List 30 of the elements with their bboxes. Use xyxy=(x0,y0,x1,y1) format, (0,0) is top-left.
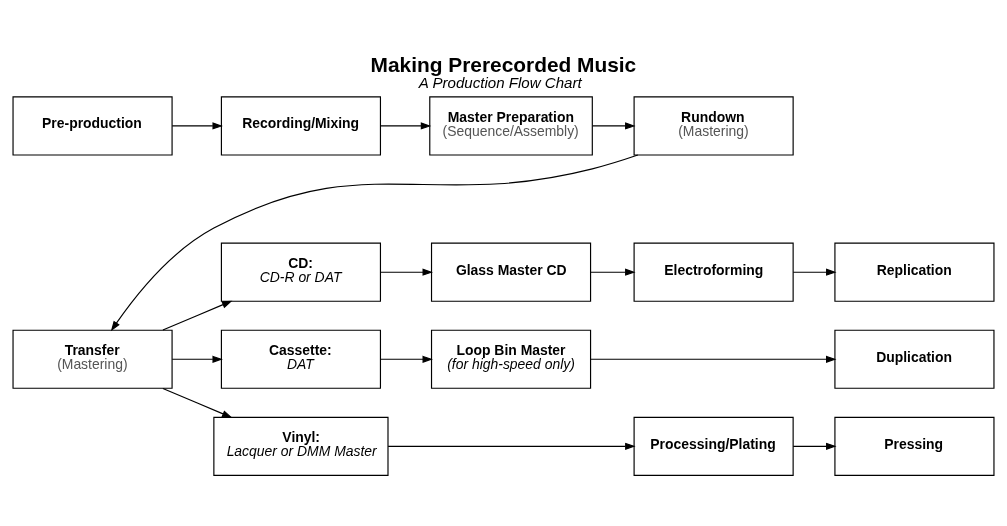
node-box: Rundown (Mastering) xyxy=(633,95,794,156)
arrow xyxy=(380,355,433,363)
node-box: CD: CD-R or DAT xyxy=(220,242,382,302)
node-box: Cassette: DAT xyxy=(220,329,382,389)
node-box: Recording/Mixing xyxy=(220,95,382,156)
node-box: Pressing xyxy=(834,416,995,476)
node-box: Electroforming xyxy=(633,242,794,302)
node-box: Vinyl: Lacquer or DMM Master xyxy=(213,416,389,476)
arrow xyxy=(380,268,433,276)
node-box: Loop Bin Master (for high-speed only) xyxy=(430,329,592,389)
arrow xyxy=(590,268,636,276)
arrow xyxy=(162,387,233,418)
arrow xyxy=(792,442,837,450)
arrow xyxy=(380,121,432,130)
node-box: Pre-production xyxy=(12,95,173,156)
arrow xyxy=(792,268,837,276)
node-box: Glass Master CD xyxy=(430,242,592,302)
node-box: Master Preparation (Sequence/Assembly) xyxy=(429,95,593,156)
arrow xyxy=(590,355,837,363)
arrow xyxy=(162,300,233,331)
node-box: Duplication xyxy=(834,329,995,389)
arrow xyxy=(110,154,639,331)
diagram-title: Making Prerecorded Music xyxy=(370,52,637,76)
node-box: Processing/Plating xyxy=(633,416,794,476)
node-box: Replication xyxy=(834,242,995,302)
arrow xyxy=(387,442,636,450)
node-box: Transfer (Mastering) xyxy=(12,329,173,389)
arrow xyxy=(171,355,223,363)
arrow xyxy=(171,121,223,130)
arrow xyxy=(591,121,636,130)
